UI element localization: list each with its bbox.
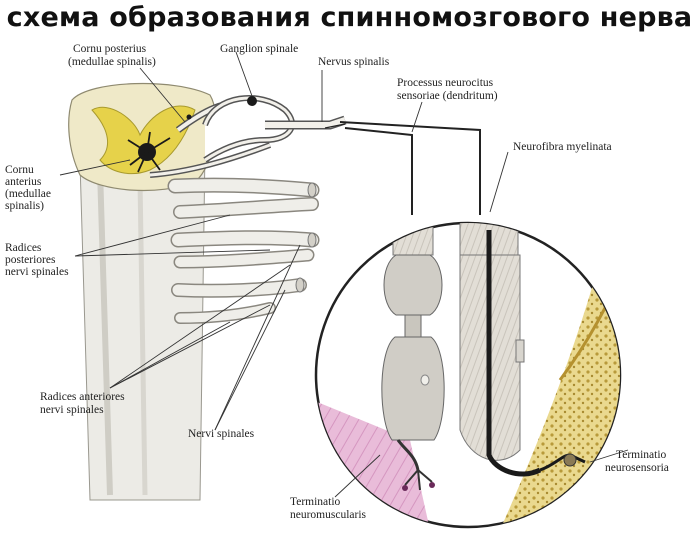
root-stumps xyxy=(167,177,320,324)
myelinated-fiber-right xyxy=(459,223,586,477)
label-ganglion-spinale: Ganglion spinale xyxy=(220,43,298,55)
label-nervi-spinales: Nervi spinales xyxy=(188,428,255,440)
ganglion-cell xyxy=(247,96,257,106)
nerve-fibers xyxy=(324,121,481,215)
label-neurofibra: Neurofibra myelinata xyxy=(513,141,612,153)
myelinated-fiber-left xyxy=(381,223,445,491)
diagram-title: схема образования спинномозгового нерва xyxy=(6,2,693,33)
magnified-view xyxy=(314,221,622,529)
motor-neuron xyxy=(127,131,171,173)
label-radices-posteriores: Radices posteriores nervi spinales xyxy=(5,242,69,278)
label-radices-anteriores: Radices anteriores nervi spinales xyxy=(40,391,128,416)
label-terminatio-neurosensoria: Terminatio neurosensoria xyxy=(605,449,669,474)
label-processus: Processus neurocitus sensoriae (dendritu… xyxy=(397,77,498,102)
nerve-roots xyxy=(149,95,347,178)
leader-lines xyxy=(59,51,629,498)
label-cornu-anterius: Cornu anterius (medullae spinalis) xyxy=(5,164,54,212)
label-nervus-spinalis: Nervus spinalis xyxy=(318,56,390,68)
sensory-ending xyxy=(563,453,577,467)
spinal-cord-cross-section xyxy=(68,82,217,192)
label-terminatio-neuromuscularis: Terminatio neuromuscularis xyxy=(290,496,367,521)
label-cornu-posterius: Cornu posterius (medullae spinalis) xyxy=(68,43,156,68)
